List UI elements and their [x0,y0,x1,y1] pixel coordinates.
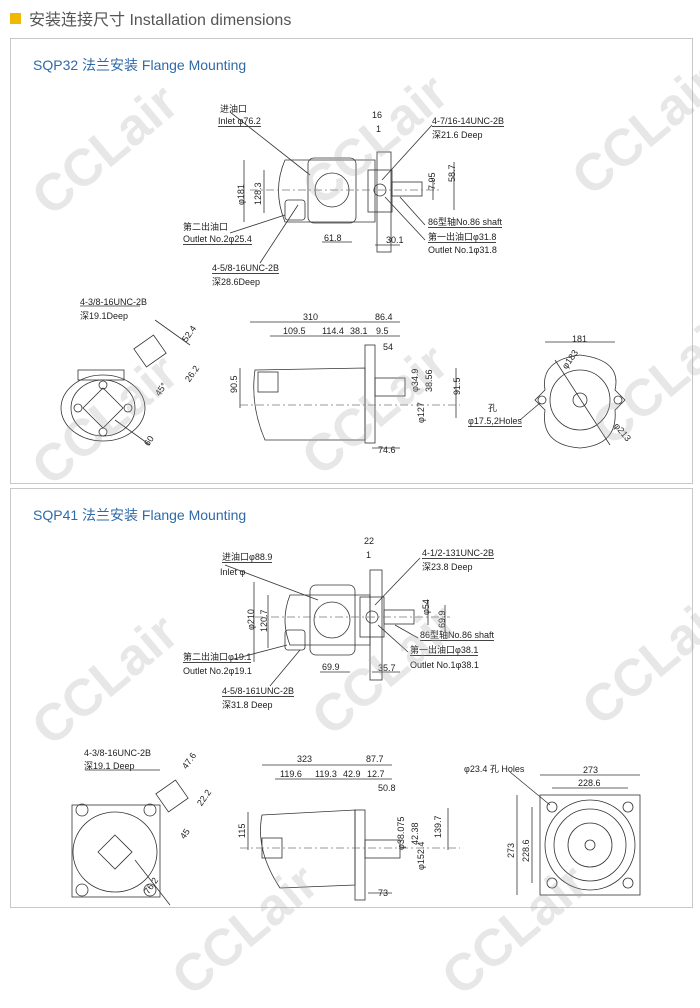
inlet2-label-41: Inlet φ [220,567,246,577]
front-deep-label-41: 深19.1 Deep [84,761,135,771]
dim-109-5: 109.5 [283,326,306,336]
sqp32-rear-view [519,341,626,449]
dim-114-4: 114.4 [322,326,344,336]
dim-phi54: φ54 [421,599,431,615]
front-deep-label: 深19.1Deep [80,311,129,321]
dim-7-95: 7.95 [427,172,437,190]
dim-139-7: 139.7 [433,815,443,838]
dim-54: 54 [383,342,394,352]
inlet-label: Inlet φ76.2 [218,116,261,127]
thread-label-41-1: 4-1/2-131UNC-2B [422,548,495,559]
sqp32-top-view [229,111,455,264]
dim-38-1: 38.1 [350,326,368,336]
sqp32-front-view [60,305,191,446]
outlet2-label: Outlet No.2φ25.4 [183,234,252,245]
dim-30-1: 30.1 [386,235,404,245]
sqp32-panel [10,38,693,484]
dim-58-7: 58.7 [447,164,457,182]
outlet1-cn-label: 第一出油口φ31.8 [428,232,497,243]
dim-38-56: 38.56 [424,369,434,392]
dim-115: 115 [237,823,247,838]
section-title: 安装连接尺寸 Installation dimensions [29,12,292,29]
sqp41-title: SQP41 法兰安装 Flange Mounting [33,507,247,523]
dim-228-6-v: 228.6 [521,839,531,862]
shaft-label-41: 86型轴No.86 shaft [420,630,495,641]
dim-87-7: 87.7 [366,754,384,764]
dim-phi181: φ181 [236,184,246,205]
dim-42-9: 42.9 [343,769,361,779]
dim-22: 22 [364,536,375,546]
dim-phi34-9: φ34.9 [410,368,420,392]
sqp41-top-view [224,557,450,687]
dim-273-v: 273 [506,842,516,858]
dim-323: 323 [297,754,313,764]
dim-9-5: 9.5 [376,326,389,336]
dim-120-7: 120.7 [259,609,269,632]
dim-310: 310 [303,312,319,322]
dim-90-5: 90.5 [229,375,239,393]
sqp41-front-view [71,769,189,906]
deep-label-41-1: 深23.8 Deep [422,562,473,572]
header-bullet-icon [10,12,21,24]
outlet2-label-41: Outlet No.2φ19.1 [183,666,252,676]
front-thread-label-41: 4-3/8-16UNC-2B [84,748,152,758]
dim-69-9: 69.9 [322,662,340,672]
deep-label-2: 深28.6Deep [212,277,261,287]
dim-61-8: 61.8 [324,233,342,243]
dim-50-8: 50.8 [378,783,396,793]
deep-label-1: 深21.6 Deep [432,130,483,140]
holes-label: φ17.5,2Holes [468,416,522,427]
dim-119-3: 119.3 [315,769,337,779]
dim-86-4: 86.4 [375,312,393,322]
dim-69-9-v: 69.9 [437,610,447,628]
dim-273: 273 [583,765,599,775]
outlet2-cn-label: 第二出油口 [183,222,229,232]
sqp32-side-view [239,321,460,449]
dim-1-b: 1 [366,550,372,560]
outlet1-label: Outlet No.1φ31.8 [428,245,497,255]
thread-label-2: 4-5/8-16UNC-2B [212,263,280,274]
thread-label-1: 4-7/16-14UNC-2B [432,116,505,127]
thread-label-41-2: 4-5/8-161UNC-2B [222,686,295,697]
holes-label-41: φ23.4 孔 Holes [464,764,525,774]
dim-228-6: 228.6 [578,778,601,788]
inlet-label-41: 进油口φ88.9 [222,552,273,563]
technical-drawings [60,111,641,906]
dim-91-5: 91.5 [452,377,462,395]
outlet1-cn-label-41: 第一出油口φ38.1 [410,645,479,656]
sqp41-rear-view [509,771,641,896]
dim-181: 181 [572,334,588,344]
dim-phi38-075: φ38.075 [396,816,406,850]
dim-74-6: 74.6 [378,445,396,455]
section-header: 安装连接尺寸 Installation dimensions [10,6,291,30]
inlet-cn-label: 进油口 [220,104,248,114]
dim-35-7: 35.7 [378,663,396,673]
dim-119-6: 119.6 [280,769,302,779]
dim-1: 1 [376,124,382,134]
dim-phi210: φ210 [246,609,256,630]
dim-128: 128.3 [253,182,263,205]
dim-phi152-4: φ152.4 [416,841,426,870]
dim-73: 73 [378,888,389,898]
outlet2-cn-label-41: 第二出油口φ19.1 [183,652,252,663]
front-thread-label: 4-3/8-16UNC-2B [80,297,148,307]
sqp41-panel [10,488,693,908]
dim-phi127: φ127 [416,402,426,423]
sqp41-side-view [240,764,460,901]
hole-cn-label: 孔 [488,403,498,413]
shaft-label: 86型轴No.86 shaft [428,217,503,228]
outlet1-label-41: Outlet No.1φ38.1 [410,660,479,670]
dim-16: 16 [372,110,383,120]
dim-12-7: 12.7 [367,769,385,779]
deep-label-41-2: 深31.8 Deep [222,700,273,710]
sqp32-title: SQP32 法兰安装 Flange Mounting [33,57,247,73]
